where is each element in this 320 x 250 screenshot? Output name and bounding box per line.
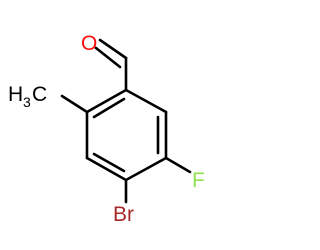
oxygen-label: O xyxy=(81,32,97,55)
bond-fluorine xyxy=(164,156,192,174)
bond-ring-c1-c2 xyxy=(124,88,168,114)
structure-diagram: O F Br H 3 C xyxy=(8,32,205,226)
bond-aldehyde-c-o-1 xyxy=(98,38,128,60)
atom-labels: O F Br H 3 C xyxy=(8,32,205,226)
methyl-h-label: H xyxy=(8,83,23,106)
bond-ring-c6-c1-inner xyxy=(92,97,126,119)
fluorine-label: F xyxy=(192,169,205,192)
bond-ring-c4-c5-inner xyxy=(92,152,126,173)
bonds xyxy=(60,38,192,204)
bond-aldehyde-c-o-2 xyxy=(94,46,122,69)
bond-ring-c3-c4 xyxy=(124,156,168,182)
bond-methyl xyxy=(60,94,89,114)
methyl-c-label: C xyxy=(32,83,47,106)
molecule-drawing: O F Br H 3 C xyxy=(8,32,205,226)
bond-ring-c4-c5 xyxy=(85,156,128,182)
bromine-label: Br xyxy=(113,203,134,226)
methyl-subscript: 3 xyxy=(23,94,31,110)
bond-ring-c6-c1 xyxy=(85,88,128,114)
